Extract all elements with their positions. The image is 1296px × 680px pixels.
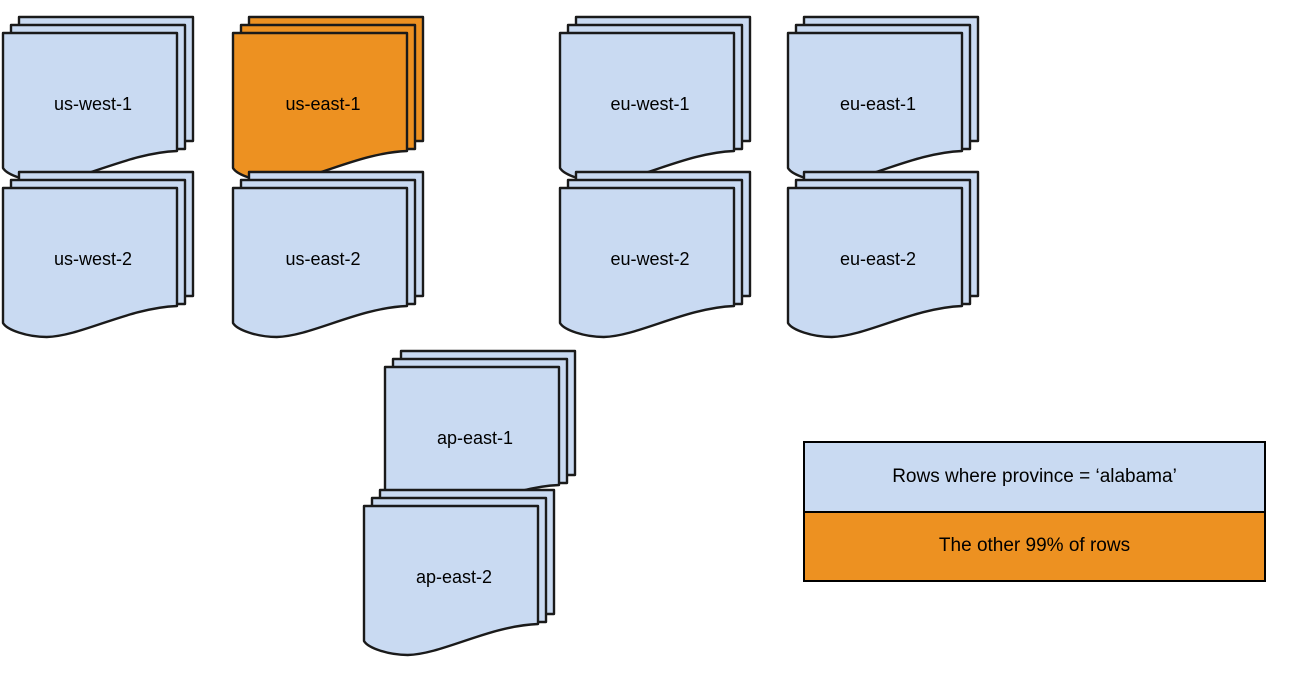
region-stack-label: ap-east-1	[437, 428, 513, 448]
region-stack-ap-east-2[interactable]: ap-east-2	[362, 488, 560, 660]
region-stack-us-west-1[interactable]: us-west-1	[1, 15, 199, 187]
region-stack-us-east-1[interactable]: us-east-1	[231, 15, 429, 187]
document-sheet-group	[786, 186, 964, 339]
legend-row-other: The other 99% of rows	[803, 511, 1266, 582]
document-sheet-group	[1, 186, 179, 339]
document-sheet-front	[231, 186, 409, 339]
region-stack-label: us-east-2	[285, 249, 360, 269]
region-stack-us-east-2[interactable]: us-east-2	[231, 170, 429, 342]
region-stack-label: ap-east-2	[416, 567, 492, 587]
legend-label-alabama: Rows where province = ‘alabama’	[892, 465, 1177, 487]
document-sheet-group	[231, 186, 409, 339]
region-stack-label: eu-east-1	[840, 94, 916, 114]
legend-label-other: The other 99% of rows	[938, 535, 1131, 557]
region-stack-ap-east-1[interactable]: ap-east-1	[383, 349, 581, 521]
region-stack-label: eu-west-1	[610, 94, 689, 114]
region-stack-label: us-east-1	[285, 94, 360, 114]
region-stack-us-west-2[interactable]: us-west-2	[1, 170, 199, 342]
document-sheet-front	[558, 186, 736, 339]
document-sheet-front	[1, 186, 179, 339]
region-stack-eu-west-2[interactable]: eu-west-2	[558, 170, 756, 342]
region-stack-eu-east-2[interactable]: eu-east-2	[786, 170, 984, 342]
region-stack-label: us-west-2	[54, 249, 132, 269]
region-stack-label: us-west-1	[54, 94, 132, 114]
region-stack-label: eu-east-2	[840, 249, 916, 269]
document-sheet-front	[786, 186, 964, 339]
region-stack-label: eu-west-2	[610, 249, 689, 269]
legend: Rows where province = ‘alabama’ The othe…	[803, 441, 1266, 582]
region-stack-eu-east-1[interactable]: eu-east-1	[786, 15, 984, 187]
legend-row-alabama: Rows where province = ‘alabama’	[803, 441, 1266, 512]
document-sheet-group	[558, 186, 736, 339]
document-sheet-front	[362, 504, 540, 657]
document-sheet-group	[362, 504, 540, 657]
region-stack-eu-west-1[interactable]: eu-west-1	[558, 15, 756, 187]
